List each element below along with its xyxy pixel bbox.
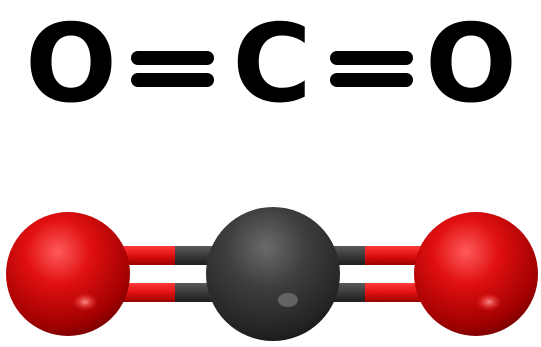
formula-double-bond-left bbox=[131, 51, 214, 87]
model-atom-carbon bbox=[206, 207, 340, 341]
formula-atom-oxygen-left: O bbox=[25, 2, 117, 127]
formula-double-bond-right bbox=[330, 51, 413, 87]
formula-atom-oxygen-right: O bbox=[425, 2, 517, 127]
model-atom-oxygen-right bbox=[414, 212, 538, 336]
structural-formula: O C O bbox=[25, 2, 517, 127]
formula-atom-carbon: C bbox=[232, 2, 311, 127]
ball-and-stick-model bbox=[6, 207, 538, 341]
model-atom-oxygen-left bbox=[6, 212, 130, 336]
